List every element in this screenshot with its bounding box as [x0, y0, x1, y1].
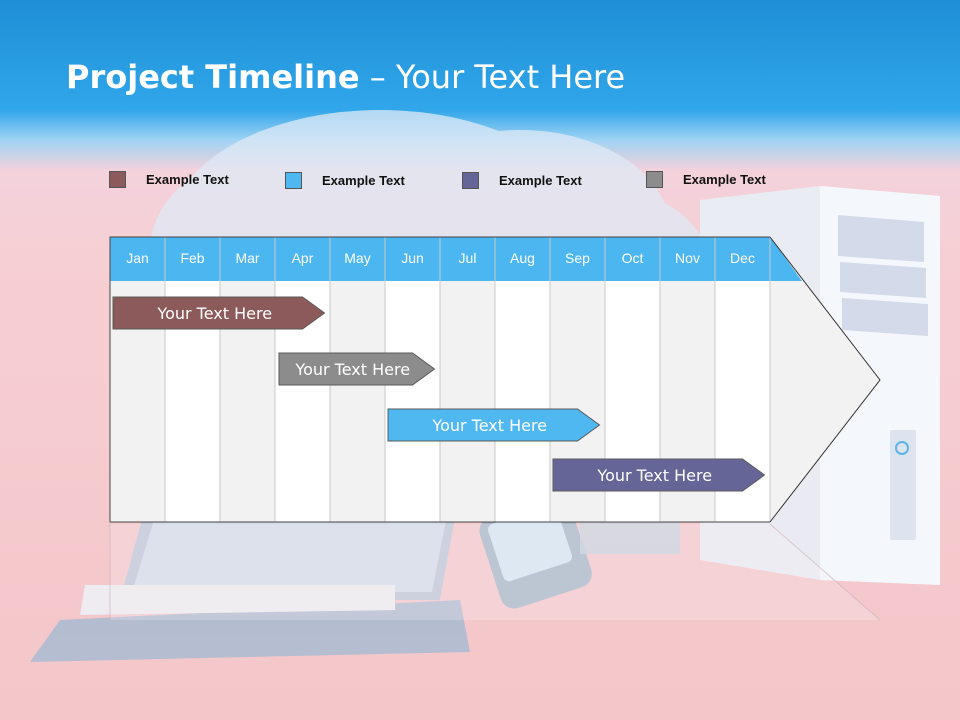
phone-icon	[479, 496, 592, 609]
page-title: Project Timeline – Your Text Here	[66, 58, 625, 96]
month-label-jun: Jun	[401, 250, 424, 266]
timeline-arrow-outline	[769, 236, 881, 523]
month-label-may: May	[344, 250, 371, 266]
month-column	[495, 281, 550, 522]
month-label-feb: Feb	[180, 250, 205, 266]
task-bar-4[interactable]	[552, 458, 766, 492]
legend-swatch	[462, 172, 479, 189]
month-label-mar: Mar	[235, 250, 260, 266]
month-label-apr: Apr	[291, 250, 314, 266]
month-label-sep: Sep	[565, 250, 590, 266]
legend-label: Example Text	[322, 173, 405, 188]
task-bar-1[interactable]	[112, 296, 326, 330]
task-bar-label: Your Text Here	[432, 416, 548, 435]
month-column	[385, 281, 440, 522]
legend-label: Example Text	[683, 172, 766, 187]
month-label-oct: Oct	[621, 250, 644, 266]
month-label-jan: Jan	[126, 250, 149, 266]
task-bar-label: Your Text Here	[597, 466, 713, 485]
month-label-dec: Dec	[730, 250, 755, 266]
title-bold: Project Timeline	[66, 58, 360, 96]
timeline-outline	[109, 236, 770, 523]
legend-label: Example Text	[146, 172, 229, 187]
month-label-nov: Nov	[675, 250, 700, 266]
task-bar-label: Your Text Here	[295, 360, 411, 379]
month-column	[330, 281, 385, 522]
month-label-jul: Jul	[458, 250, 477, 266]
task-bar-label: Your Text Here	[157, 304, 273, 323]
task-bar-2[interactable]	[278, 352, 436, 386]
legend-swatch	[285, 172, 302, 189]
title-rest: – Your Text Here	[359, 58, 626, 96]
legend-swatch	[646, 171, 663, 188]
legend-label: Example Text	[499, 173, 582, 188]
task-bar-3[interactable]	[387, 408, 601, 442]
month-column	[440, 281, 495, 522]
month-label-aug: Aug	[510, 250, 535, 266]
legend-swatch	[109, 171, 126, 188]
